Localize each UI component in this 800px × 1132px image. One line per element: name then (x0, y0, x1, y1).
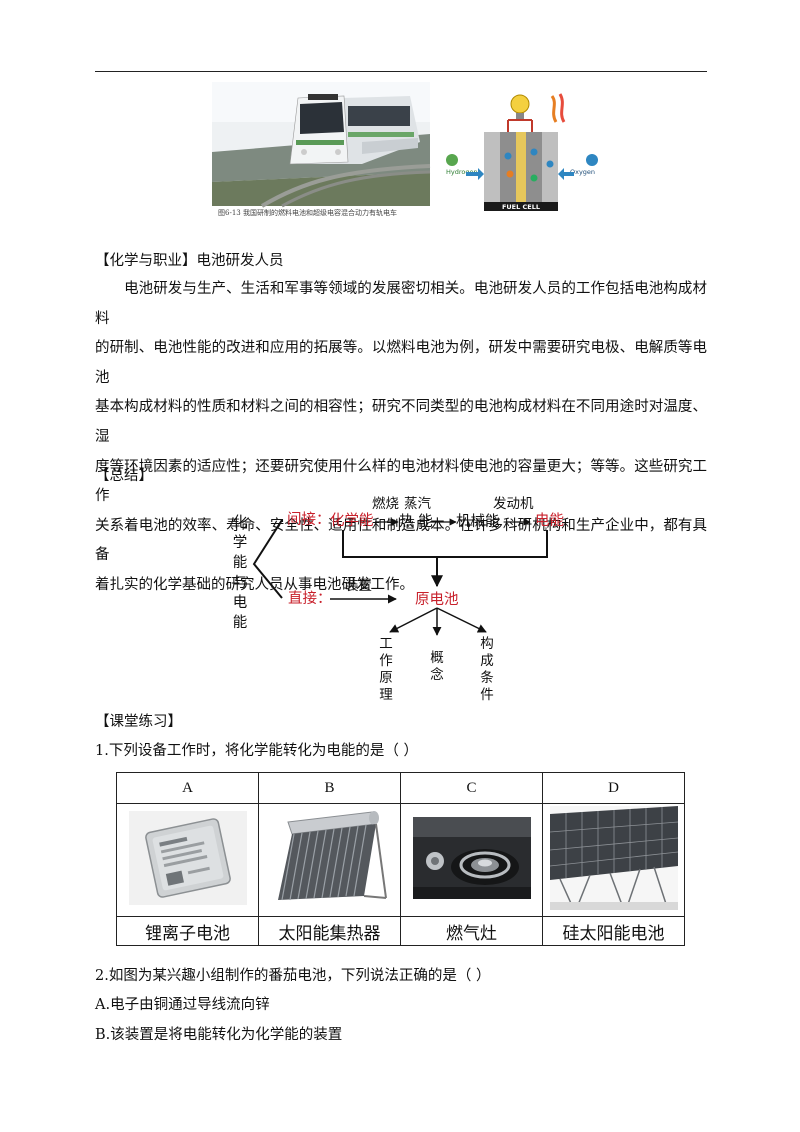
option-b-image (258, 803, 401, 917)
career-line: 关系着电池的效率、寿命、安全性、适用性和制造成本。在许多科研机构和生产企业中，都… (95, 517, 707, 564)
fuel-cell-diagram: FUEL CELL Hydrogen Oxygen (446, 93, 598, 211)
choice-letter-row: A B C D (116, 772, 685, 804)
career-line: 的研制、电池性能的改进和应用的拓展等。以燃料电池为例，研发中需要研究电极、电解质… (95, 340, 707, 386)
arrow-branch-principle (389, 607, 438, 633)
career-line: 基本构成材料的性质和材料之间的相容性；研究不同类型的电池构成材料在不同用途时对温… (95, 399, 707, 445)
svg-text:构: 构 (480, 636, 494, 652)
chem-energy-label: 化学能 (330, 512, 374, 529)
option-c-label: 燃气灶 (400, 916, 543, 946)
svg-text:件: 件 (480, 687, 494, 703)
career-title: 电池研发人员 (196, 253, 284, 269)
option-a-label: 锂离子电池 (116, 916, 259, 946)
svg-text:能: 能 (233, 554, 248, 571)
solar-water-heater-image (267, 808, 392, 908)
career-tag: 【化学与职业】 (95, 253, 197, 269)
choice-image-row (116, 803, 685, 917)
option-a-image (116, 803, 259, 917)
heat-energy-label: 热 能 (399, 513, 433, 530)
question-2: 2.如图为某兴趣小组制作的番茄电池，下列说法正确的是（ ） (95, 968, 491, 984)
tram-photo (212, 82, 431, 208)
career-line: 电池研发与生产、生活和军事等领域的发展密切相关。电池研发人员的工作包括电池构成材… (95, 281, 707, 327)
elec-energy-label: 电能 (535, 512, 564, 529)
svg-text:作: 作 (379, 653, 393, 669)
arrow-branch-conditions (436, 607, 487, 633)
hydrogen-label: Hydrogen (446, 168, 478, 176)
option-d-letter: D (542, 772, 685, 804)
primary-cell-label: 原电池 (415, 591, 459, 608)
career-line: 度等环境因素的适应性；还要研究使用什么样的电池材料使电池的容量更大；等等。这些研… (95, 458, 707, 505)
option-b-letter: B (258, 772, 401, 804)
steam-label: 蒸汽 (404, 496, 431, 512)
header-rule (95, 71, 707, 72)
option-a-letter: A (116, 772, 259, 804)
choices-table: A B C D (116, 772, 685, 946)
silicon-solar-panel-image (549, 806, 678, 911)
choice-label-row: 锂离子电池 太阳能集热器 燃气灶 硅太阳能电池 (116, 916, 685, 946)
indirect-label: 间接： (287, 511, 331, 528)
svg-text:化: 化 (233, 514, 248, 531)
practice-heading: 【课堂练习】 (95, 714, 182, 730)
svg-text:条: 条 (480, 669, 494, 686)
lithium-battery-image (128, 811, 247, 905)
root-label-vertical: 化 学 能 与 电 能 (233, 514, 248, 631)
figure-caption: 图6-13 我国研制的燃料电池和超级电容混合动力有轨电车 (218, 209, 397, 217)
summary-heading: 【总结】 (95, 468, 153, 484)
svg-text:学: 学 (233, 534, 248, 551)
summary-diagram: 化 学 能 与 电 能 间接： 化学能 燃烧 热 能 蒸汽 机械能 发动机 电能… (233, 495, 564, 703)
question-1: 1.下列设备工作时，将化学能转化为电能的是（ ） (95, 743, 418, 759)
tram-and-fuel-cell-figure: FUEL CELL Hydrogen Oxygen (212, 82, 598, 211)
mech-energy-label: 机械能 (456, 513, 500, 530)
generator-label: 发动机 (493, 496, 534, 512)
connector-bracket (342, 530, 548, 558)
svg-text:概: 概 (430, 650, 444, 666)
option-d-image (542, 803, 685, 917)
career-heading: 【化学与职业】电池研发人员 (95, 251, 284, 271)
oxygen-label: Oxygen (570, 168, 595, 176)
svg-text:工: 工 (379, 636, 393, 652)
career-line: 着扎实的化学基础的研究人员从事电池研发工作。 (95, 576, 414, 593)
svg-text:成: 成 (480, 653, 494, 669)
option-b-label: 太阳能集热器 (258, 916, 401, 946)
branch-conditions: 构 成 条 件 (480, 636, 494, 703)
option-c-letter: C (400, 772, 543, 804)
question-2-option-a: A.电子由铜通过导线流向锌 (95, 997, 270, 1013)
direct-label: 直接： (288, 590, 332, 607)
career-paragraph: 电池研发与生产、生活和军事等领域的发展密切相关。电池研发人员的工作包括电池构成材… (95, 275, 707, 601)
svg-text:理: 理 (379, 687, 393, 703)
branch-concept: 概 念 (430, 650, 444, 683)
svg-text:念: 念 (430, 666, 444, 683)
branch-brace (252, 519, 283, 599)
svg-text:电: 电 (233, 594, 248, 611)
option-c-image (400, 803, 543, 917)
question-2-option-b: B.该装置是将电能转化为化学能的装置 (95, 1027, 343, 1043)
svg-text:与: 与 (233, 574, 248, 591)
gas-stove-image (412, 817, 531, 899)
device-label: 装置 (345, 578, 372, 594)
burn-label: 燃烧 (372, 495, 399, 512)
svg-text:原: 原 (379, 670, 393, 686)
option-d-label: 硅太阳能电池 (542, 916, 685, 946)
fuel-cell-label: FUEL CELL (502, 203, 540, 211)
svg-text:能: 能 (233, 614, 248, 631)
branch-principle: 工 作 原 理 (379, 636, 393, 703)
